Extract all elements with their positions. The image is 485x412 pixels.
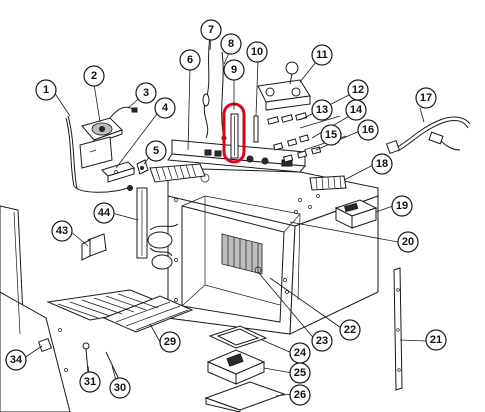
- cabinet-body: [167, 167, 379, 335]
- hinge-bracket: [81, 233, 107, 261]
- fan-bracket: [79, 136, 113, 169]
- callout-8: 8: [220, 33, 242, 55]
- callout-21: 21: [425, 329, 447, 351]
- callout-24-label: 24: [294, 347, 307, 359]
- drip-tray: [204, 381, 286, 412]
- callout-16-label: 16: [362, 124, 374, 136]
- callout-15-label: 15: [325, 129, 337, 141]
- fan-cable: [109, 106, 138, 119]
- callout-29: 29: [159, 331, 181, 353]
- evaporator-fins: [221, 233, 263, 275]
- callout-43-label: 43: [56, 225, 68, 237]
- callout-13: 13: [311, 99, 333, 121]
- callout-10: 10: [246, 41, 268, 63]
- callout-1: 1: [35, 79, 57, 101]
- callout-16: 16: [357, 119, 379, 141]
- gasket-frame: [208, 325, 268, 349]
- terminal-block: [309, 175, 347, 191]
- top-grille: [149, 163, 206, 183]
- callout-26-label: 26: [294, 389, 306, 401]
- burner-box: [206, 349, 266, 385]
- callout-6: 6: [179, 49, 201, 71]
- callout-5-label: 5: [153, 145, 159, 157]
- pin: [253, 115, 259, 143]
- callout-7-label: 7: [208, 24, 214, 36]
- thermostat-capillary: [202, 37, 211, 139]
- callout-9-label: 9: [231, 64, 237, 76]
- callout-26: 26: [289, 384, 311, 406]
- callout-31-label: 31: [84, 376, 96, 388]
- wire-shelves: [46, 289, 194, 333]
- door-panel: [0, 205, 71, 412]
- callout-7: 7: [200, 19, 222, 41]
- callout-25-label: 25: [294, 367, 306, 379]
- thermostat-assembly: [257, 61, 311, 111]
- control-box: [334, 199, 378, 229]
- callout-44-label: 44: [98, 207, 111, 219]
- callout-20-label: 20: [402, 236, 414, 248]
- callout-8-label: 8: [228, 38, 234, 50]
- callout-30-label: 30: [114, 382, 126, 394]
- callout-18-label: 18: [376, 158, 388, 170]
- power-cord: [385, 116, 471, 155]
- callout-12: 12: [347, 79, 369, 101]
- callout-34: 34: [5, 349, 27, 371]
- callout-1-label: 1: [43, 84, 49, 96]
- callout-44: 44: [93, 202, 115, 224]
- callout-22: 22: [339, 319, 361, 341]
- callout-19-label: 19: [396, 200, 408, 212]
- callout-12-label: 12: [352, 84, 364, 96]
- callout-17-label: 17: [420, 92, 432, 104]
- knob: [82, 342, 90, 373]
- callout-20: 20: [397, 231, 419, 253]
- callout-19: 19: [391, 195, 413, 217]
- callout-23-label: 23: [316, 335, 328, 347]
- terminal-parts: [267, 112, 322, 163]
- callout-17: 17: [415, 87, 437, 109]
- wire-loop: [65, 115, 133, 193]
- callout-14-label: 14: [350, 104, 363, 116]
- callout-10-label: 10: [251, 46, 263, 58]
- callout-9: 9: [223, 59, 245, 81]
- callout-24: 24: [289, 342, 311, 364]
- callout-2-label: 2: [91, 70, 97, 82]
- callout-11: 11: [311, 44, 333, 66]
- callout-4: 4: [154, 97, 176, 119]
- callout-22-label: 22: [344, 324, 356, 336]
- callout-29-label: 29: [164, 336, 176, 348]
- callout-5: 5: [145, 140, 167, 162]
- callout-23: 23: [311, 330, 333, 352]
- callout-6-label: 6: [187, 54, 193, 66]
- callout-4-label: 4: [162, 102, 169, 114]
- callout-18: 18: [371, 153, 393, 175]
- callout-25: 25: [289, 362, 311, 384]
- leader-lines: [23, 37, 427, 397]
- callout-21-label: 21: [430, 334, 442, 346]
- callout-14: 14: [345, 99, 367, 121]
- side-rail: [393, 267, 403, 391]
- callout-43: 43: [51, 220, 73, 242]
- callout-34-label: 34: [10, 354, 23, 366]
- callout-13-label: 13: [316, 104, 328, 116]
- callout-31: 31: [79, 371, 101, 393]
- mounting-bracket: [101, 161, 135, 183]
- callout-3-label: 3: [143, 87, 149, 99]
- callout-15: 15: [320, 124, 342, 146]
- part-9-rod: [230, 113, 239, 159]
- clip: [136, 159, 149, 175]
- callout-11-label: 11: [316, 49, 328, 61]
- heater-assembly: [136, 187, 179, 270]
- callout-3: 3: [135, 82, 157, 104]
- callout-30: 30: [109, 377, 131, 399]
- callout-2: 2: [83, 65, 105, 87]
